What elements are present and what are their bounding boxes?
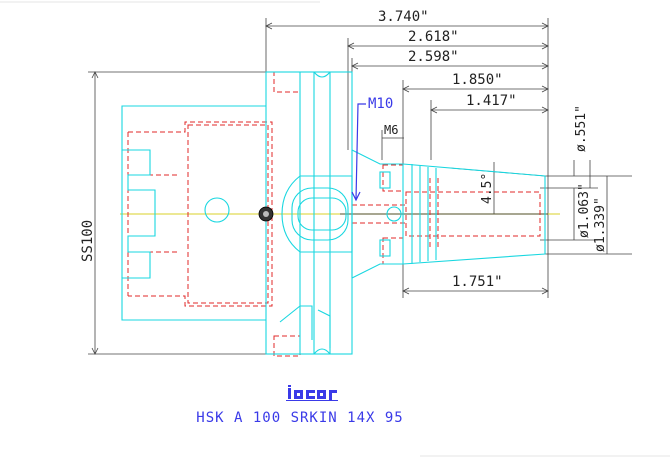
dim-dia-1339: ø1.339" <box>593 197 608 252</box>
callout-m6: M6 <box>384 123 398 137</box>
balance-screw-highlight <box>263 211 269 217</box>
dim-2618: 2.618" <box>408 29 459 45</box>
dim-1751: 1.751" <box>452 274 503 290</box>
dim-dia-551: ø.551" <box>574 105 589 152</box>
part-outline <box>121 71 546 355</box>
dimension-lines <box>88 18 632 355</box>
dim-angle: 4.5° <box>480 173 495 204</box>
iscar-logo <box>286 385 338 401</box>
callout-m10: M10 <box>368 96 393 112</box>
dim-dia-1063: ø1.063" <box>577 183 592 238</box>
dim-1417: 1.417" <box>466 93 517 109</box>
dim-1850: 1.850" <box>452 72 503 88</box>
dim-ss100: SS100 <box>80 220 96 262</box>
m10-leader <box>355 103 366 201</box>
dim-2598: 2.598" <box>408 49 459 65</box>
part-number-caption: HSK A 100 SRKIN 14X 95 <box>196 410 404 426</box>
dim-overall: 3.740" <box>378 9 429 25</box>
